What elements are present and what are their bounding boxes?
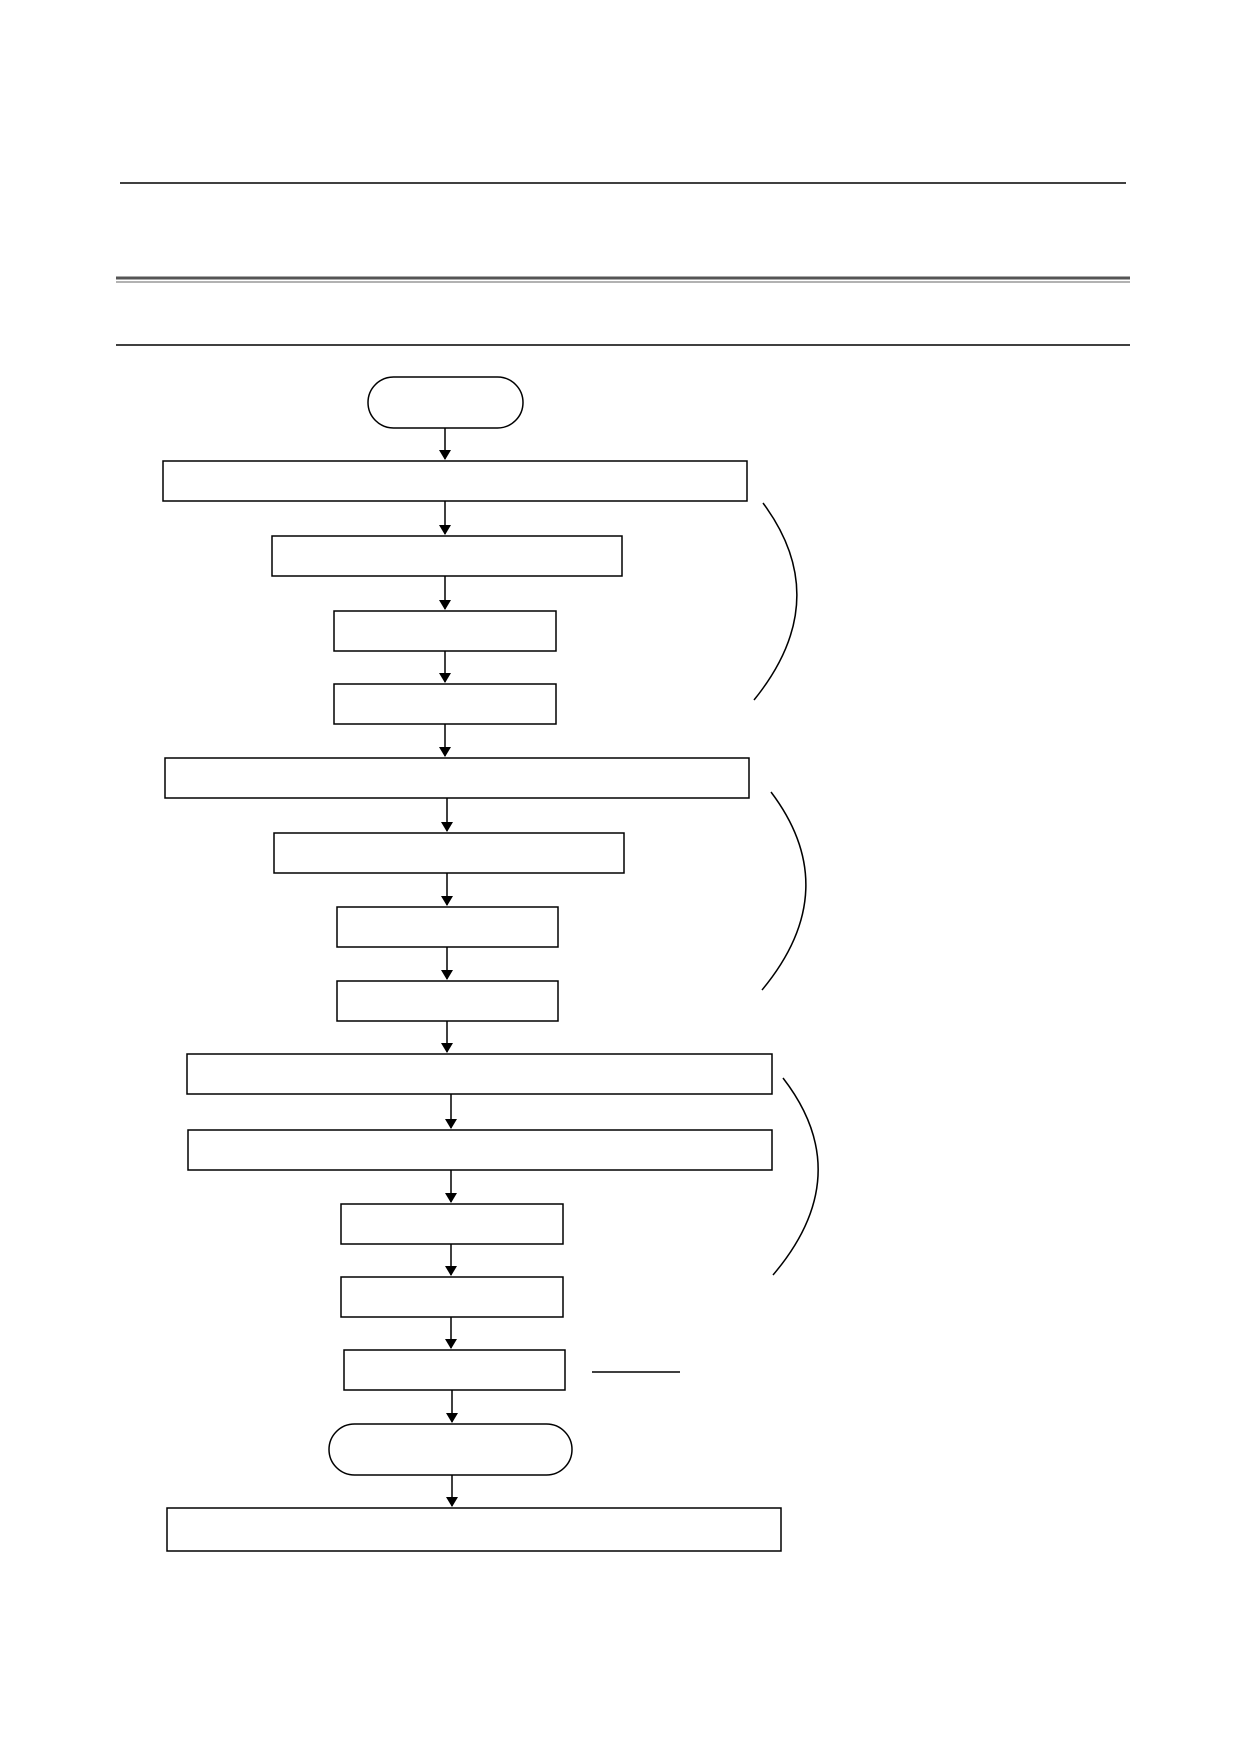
step-box-10 [187, 1129, 773, 1171]
step-box-9 [186, 1053, 773, 1095]
start-terminal [367, 376, 524, 429]
step-box-4 [333, 683, 557, 725]
step-box-12 [340, 1276, 564, 1318]
step-box-5 [164, 757, 750, 799]
step-box-11 [340, 1203, 564, 1245]
group-brace-3 [772, 1077, 819, 1276]
step-box-1 [162, 460, 748, 502]
end-terminal [328, 1423, 573, 1476]
group-brace-2 [761, 791, 807, 991]
step-box-3 [333, 610, 557, 652]
step-box-7 [336, 906, 559, 948]
step-box-8 [336, 980, 559, 1022]
group-brace-1 [753, 502, 798, 701]
final-step-box [166, 1507, 782, 1552]
step-box-2 [271, 535, 623, 577]
step-box-13 [343, 1349, 566, 1391]
step-box-6 [273, 832, 625, 874]
